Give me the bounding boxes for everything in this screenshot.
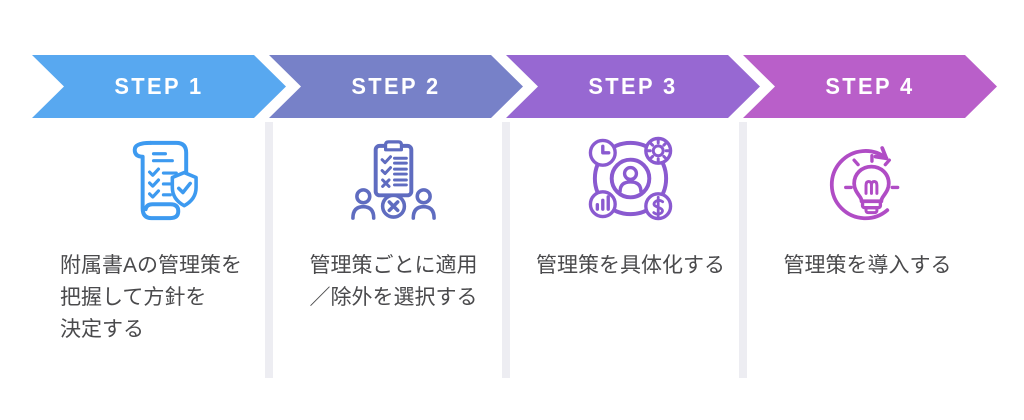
clipboard-selection-icon bbox=[346, 122, 441, 228]
column-divider bbox=[502, 122, 510, 378]
step-1-banner-label: STEP 1 bbox=[114, 73, 204, 99]
column-divider bbox=[739, 122, 747, 378]
step-4-column: 管理策を導入する bbox=[751, 122, 984, 282]
step-3-description-line: 管理策を具体化する bbox=[536, 254, 725, 277]
step-2-banner: STEP 2 bbox=[269, 55, 523, 118]
step-2-column: 管理策ごとに適用 ／除外を選択する bbox=[277, 122, 510, 314]
step-3-column: 管理策を具体化する bbox=[514, 122, 747, 282]
step-4-description: 管理策を導入する bbox=[751, 250, 984, 282]
step-1-description-line: 把握して方針を bbox=[60, 286, 207, 309]
step-1-description-line: 附属書Aの管理策を bbox=[60, 254, 243, 277]
step-3-description: 管理策を具体化する bbox=[514, 250, 747, 282]
step-4-banner: STEP 4 bbox=[743, 55, 997, 118]
scroll-checklist-icon bbox=[109, 122, 204, 228]
step-2-description-line: ／除外を選択する bbox=[309, 286, 478, 309]
step-3-banner-label: STEP 3 bbox=[588, 73, 678, 99]
step-3-banner: STEP 3 bbox=[506, 55, 760, 118]
step-4-banner-label: STEP 4 bbox=[825, 73, 915, 99]
resource-management-icon bbox=[583, 122, 678, 228]
step-1-banner: STEP 1 bbox=[32, 55, 286, 118]
step-2-description: 管理策ごとに適用 ／除外を選択する bbox=[277, 250, 510, 314]
step-1-description: 附属書Aの管理策を 把握して方針を 決定する bbox=[40, 250, 273, 346]
step-2-banner-label: STEP 2 bbox=[351, 73, 441, 99]
step-4-description-line: 管理策を導入する bbox=[783, 254, 952, 277]
step-1-column: 附属書Aの管理策を 把握して方針を 決定する bbox=[40, 122, 273, 346]
step-2-description-line: 管理策ごとに適用 bbox=[309, 254, 478, 277]
lightbulb-implementation-icon bbox=[820, 122, 915, 228]
column-divider bbox=[265, 122, 273, 378]
step-1-description-line: 決定する bbox=[60, 318, 144, 341]
